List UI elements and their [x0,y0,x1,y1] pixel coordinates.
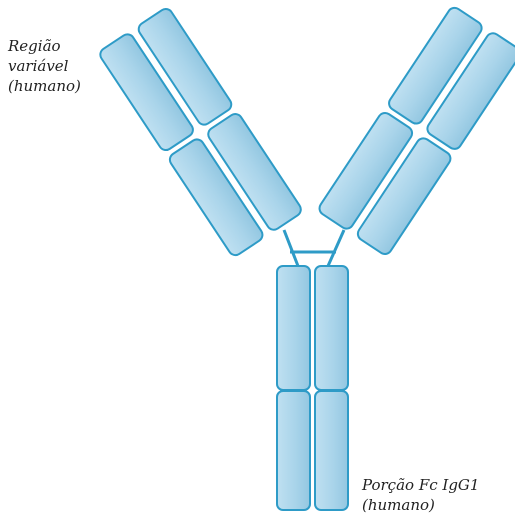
variable-region-label-line3: (humano) [8,76,81,96]
fab-arm-right [317,5,515,256]
hinge-line-right [328,230,344,266]
variable-region-label-line1: Região [8,36,81,56]
hinge-region [284,230,344,266]
domain-ch3-right [315,391,348,510]
domain-ch2-right [315,266,348,390]
variable-region-label: Região variável (humano) [8,36,81,96]
variable-region-label-line2: variável [8,56,81,76]
fc-portion-label-line2: (humano) [362,495,479,515]
fc-portion-label: Porção Fc IgG1 (humano) [362,475,479,515]
fc-portion-label-line1: Porção Fc IgG1 [362,475,479,495]
domain-ch2-left [277,266,310,390]
domain-ch3-left [277,391,310,510]
fc-stem [277,266,348,510]
hinge-line-left [284,230,298,266]
fab-arm-left [98,6,304,257]
